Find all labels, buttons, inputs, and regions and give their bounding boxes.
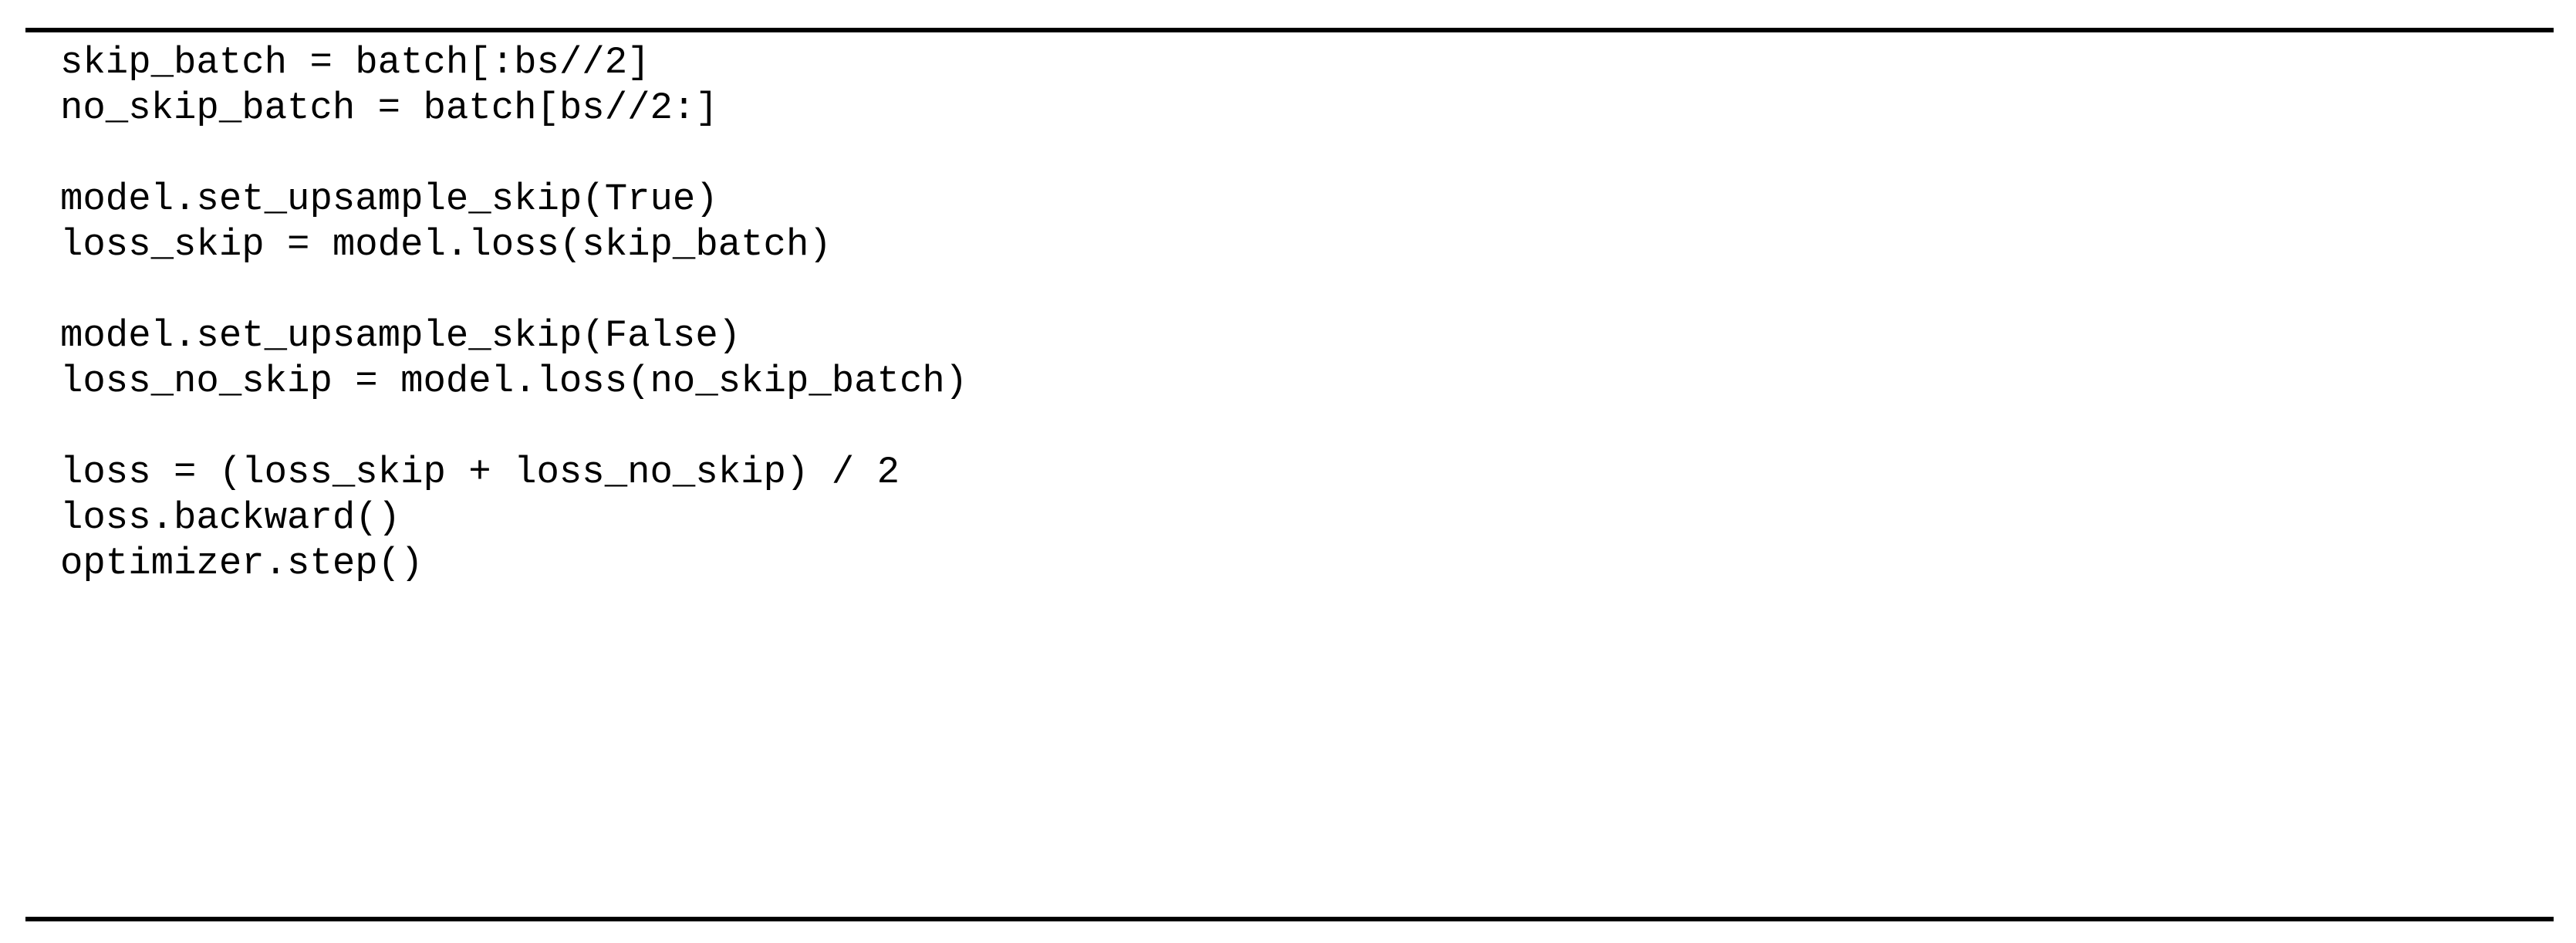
code-blank-line [60, 268, 2529, 313]
code-line: loss = (loss_skip + loss_no_skip) / 2 [60, 451, 900, 494]
code-blank-line [60, 131, 2529, 177]
code-line: optimizer.step() [60, 542, 424, 585]
code-line: loss_skip = model.loss(skip_batch) [60, 223, 832, 266]
listing-bottom-rule [25, 917, 2554, 921]
code-body: skip_batch = batch[:bs//2]no_skip_batch … [60, 40, 2529, 586]
listing-top-rule [25, 28, 2554, 32]
code-line: no_skip_batch = batch[bs//2:] [60, 86, 718, 130]
code-line: model.set_upsample_skip(False) [60, 314, 741, 357]
code-line: skip_batch = batch[:bs//2] [60, 41, 650, 84]
code-line: model.set_upsample_skip(True) [60, 177, 718, 221]
code-line: loss.backward() [60, 496, 401, 539]
code-blank-line [60, 404, 2529, 450]
code-line: loss_no_skip = model.loss(no_skip_batch) [60, 360, 968, 403]
